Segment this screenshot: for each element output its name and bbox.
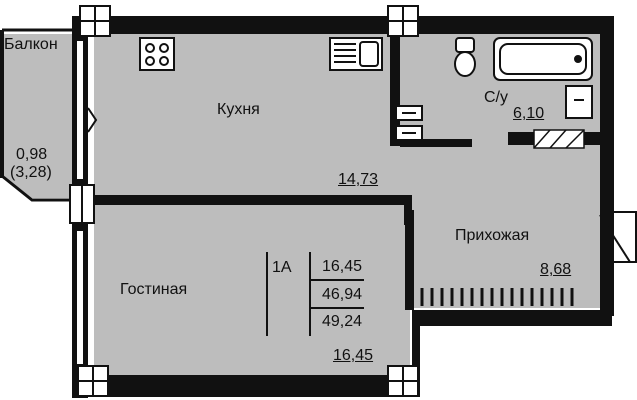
kitchen-label: Кухня [217, 101, 260, 118]
window-bottom-left [77, 365, 109, 397]
living-floor [94, 205, 410, 375]
north-wall [88, 16, 608, 34]
hallway-floor [385, 145, 600, 308]
balcony-south-wall [1, 174, 72, 202]
balcony-floor [2, 34, 72, 198]
balcony-west-wall [0, 30, 4, 178]
windows [69, 5, 419, 397]
shaft-icon [533, 129, 585, 149]
kitchen-sink-icon [329, 37, 383, 71]
hallway-label: Прихожая [455, 227, 530, 244]
kitchen-living-wall [88, 195, 412, 205]
kitchen-floor [94, 34, 390, 195]
washbasin-icon [565, 85, 593, 119]
bath-hall-wall [400, 139, 472, 147]
bathtub-icon [493, 37, 593, 81]
south-wall [88, 375, 418, 397]
apartment-type: 1А [272, 259, 292, 276]
balcony-door-icon [87, 107, 98, 133]
balcony-area: 0,98 [16, 146, 48, 163]
balcony-area-total: (3,28) [10, 164, 52, 181]
window-mid-left [69, 184, 95, 224]
toilet-icon [454, 37, 476, 77]
bathroom-label: С/у [484, 89, 508, 106]
summary-table-border [266, 252, 268, 336]
living-hall-wall [405, 210, 414, 310]
balcony-window-strip [75, 39, 85, 181]
south-east-wall [412, 310, 612, 326]
doors [87, 107, 637, 263]
south-step-wall [412, 310, 420, 397]
summary-living-area: 16,45 [322, 258, 363, 275]
summary-total-area: 46,94 [322, 286, 363, 303]
living-label: Гостиная [120, 281, 188, 298]
kitchen-area: 14,73 [338, 171, 379, 188]
kitchen-bath-wall [390, 34, 400, 146]
balcony-label: Балкон [4, 36, 58, 53]
summary-table-lines [309, 252, 364, 336]
hallway-area: 8,68 [540, 261, 572, 278]
entrance-door-icon [600, 211, 637, 263]
living-window-strip [75, 229, 85, 366]
window-top-left [79, 5, 111, 37]
utility-boxes-icon [395, 105, 423, 141]
room-floors [2, 34, 600, 375]
window-top-right [387, 5, 419, 37]
hallway-hatching [420, 288, 574, 306]
window-bottom-right [387, 365, 419, 397]
bathroom-area: 6,10 [513, 105, 545, 122]
summary-total-with-balcony: 49,24 [322, 313, 363, 330]
kitchen-stove-icon [139, 37, 175, 71]
east-wall [600, 16, 614, 316]
living-area: 16,45 [333, 347, 374, 364]
